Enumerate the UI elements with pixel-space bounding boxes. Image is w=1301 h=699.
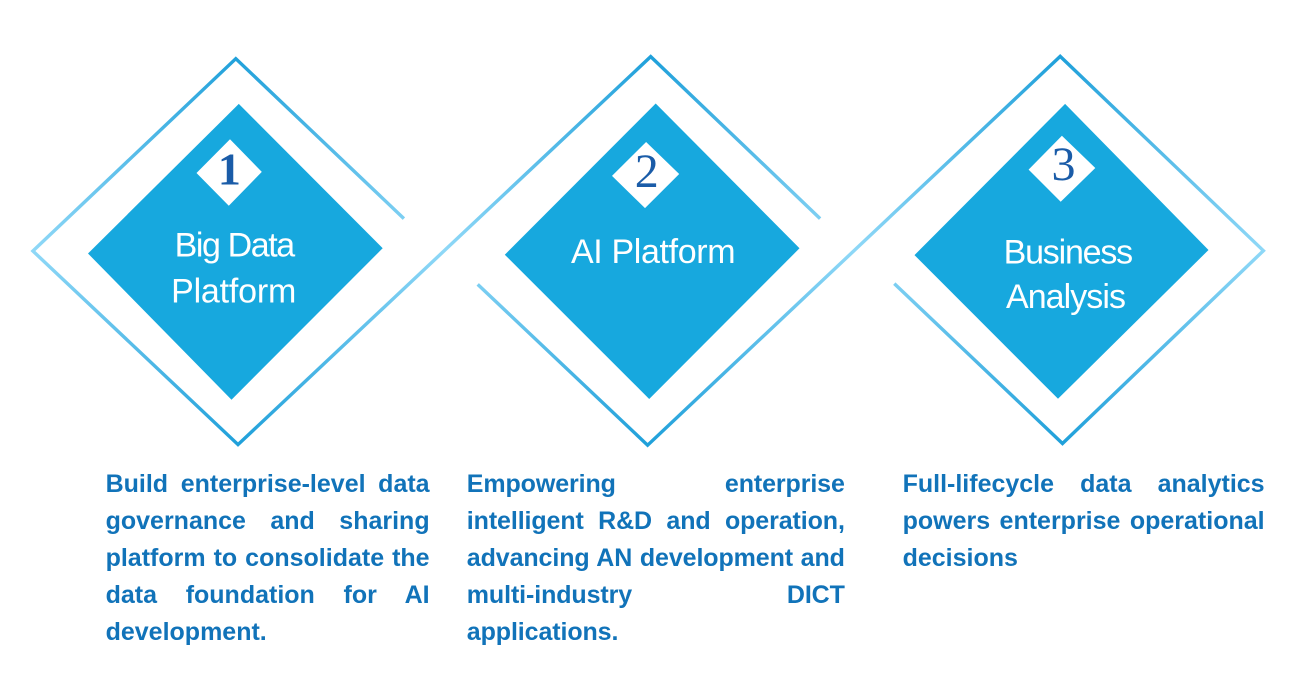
svg-text:AI Platform: AI Platform [571, 233, 735, 271]
svg-text:3: 3 [1052, 138, 1076, 191]
svg-text:2: 2 [635, 145, 659, 198]
svg-text:Analysis: Analysis [1006, 278, 1125, 316]
svg-text:Big Data: Big Data [175, 227, 296, 265]
svg-text:Business: Business [1004, 233, 1133, 271]
svg-text:Platform: Platform [171, 272, 296, 310]
svg-text:1: 1 [218, 144, 241, 195]
